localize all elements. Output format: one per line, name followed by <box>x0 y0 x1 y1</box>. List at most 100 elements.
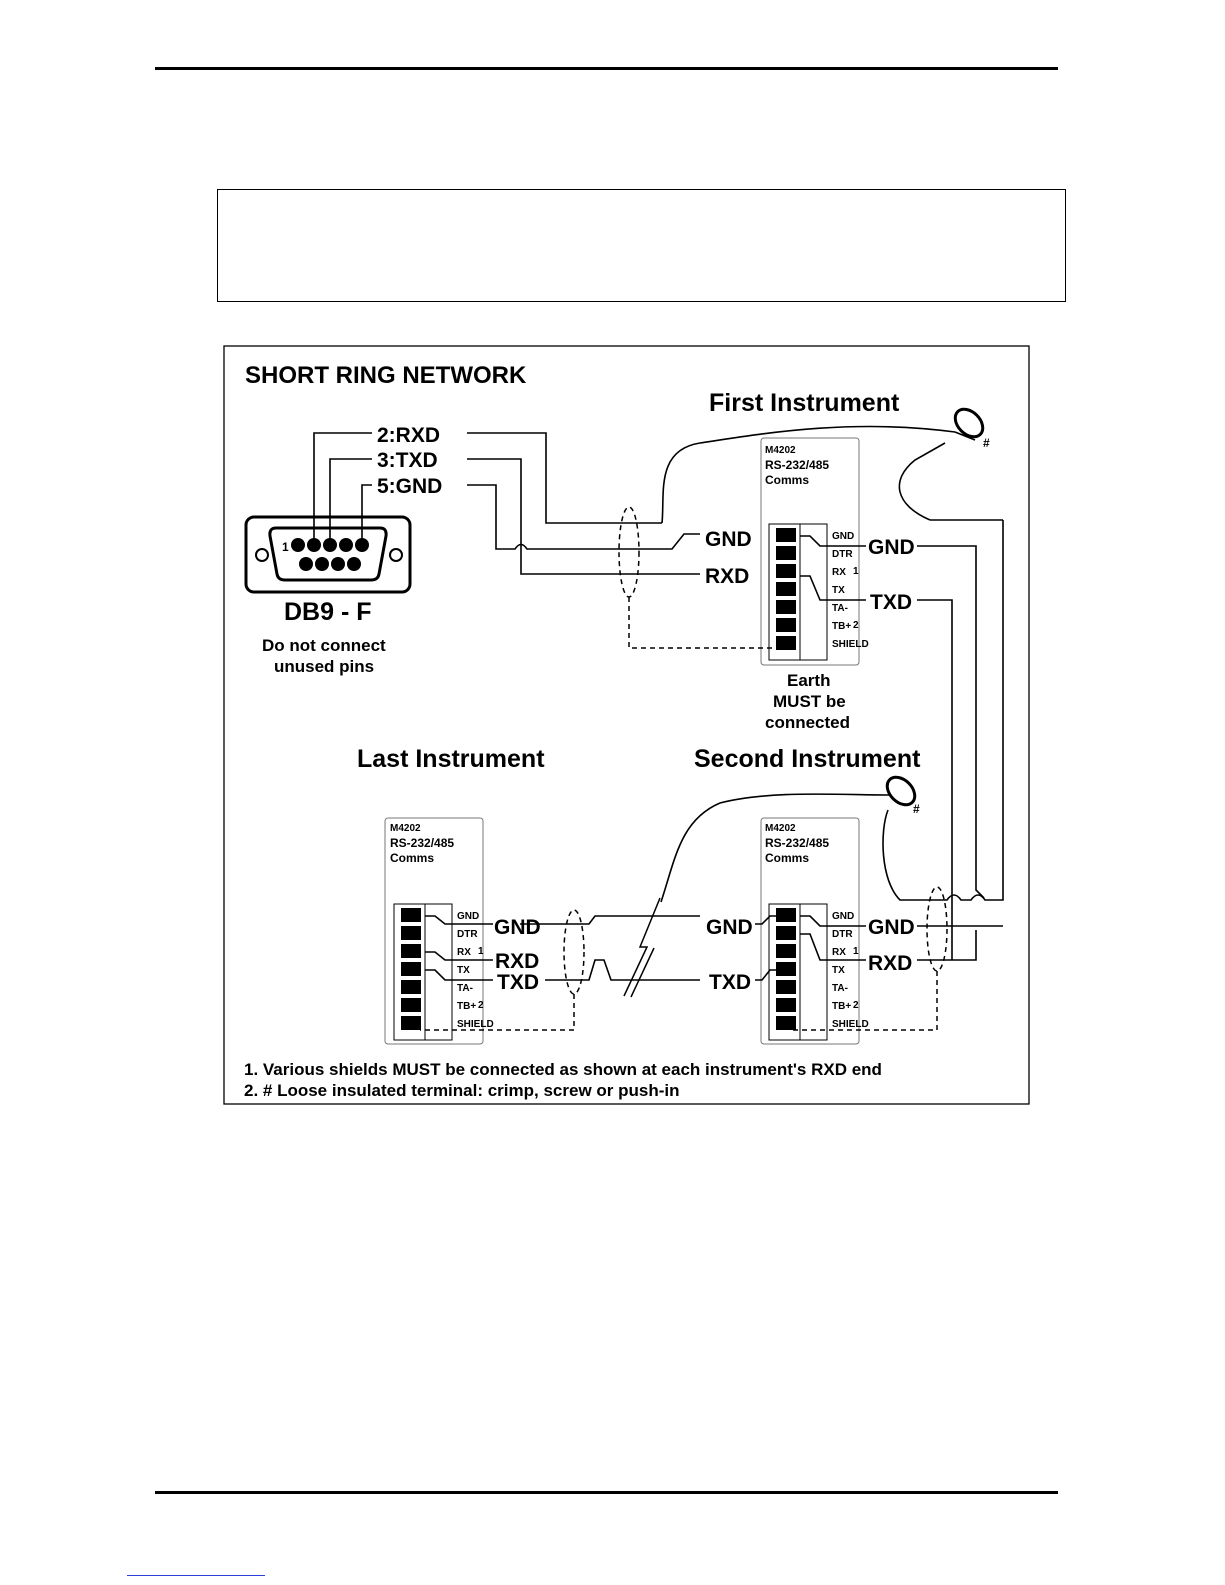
second-left-wiring <box>755 915 1003 981</box>
terminal-blocks: GNDDTRRXTXTA-TB+SHIELD12GNDDTRRXTXTA-TB+… <box>401 528 869 1030</box>
terminal-second-6 <box>776 1016 796 1030</box>
terminal-label-first-3: TX <box>832 585 845 596</box>
txd-wire-label-3: TXD <box>497 971 539 994</box>
terminal-label-first-2: RX <box>832 567 846 578</box>
terminal-label-second-4: TA- <box>832 983 848 994</box>
note-1: 1. Various shields MUST be connected as … <box>244 1060 882 1079</box>
second-shield <box>790 886 948 1031</box>
module-first <box>760 437 860 666</box>
db9-wiring <box>313 425 956 575</box>
terminal-last-4 <box>401 980 421 994</box>
terminal-group1-second: 1 <box>853 946 859 957</box>
last-instrument-label: Last Instrument <box>357 745 545 773</box>
db9-pin1-label: 1 <box>282 540 289 554</box>
module-last-model: M4202 <box>390 823 421 834</box>
txd-wire-label-1: TXD <box>870 591 912 614</box>
terminal-label-first-5: TB+ <box>832 621 851 632</box>
gnd-wire-label-2b: GND <box>868 916 915 939</box>
txd-wire-label-2: TXD <box>709 971 751 994</box>
footer-rule <box>155 1491 1058 1494</box>
first-instrument-label: First Instrument <box>709 389 900 417</box>
rxd-wire-label-3: RXD <box>495 950 539 973</box>
terminal-label-second-5: TB+ <box>832 1001 851 1012</box>
terminal-label-last-4: TA- <box>457 983 473 994</box>
terminal-second-1 <box>776 926 796 940</box>
terminal-group1-first: 1 <box>853 566 859 577</box>
note-2: 2. # Loose insulated terminal: crimp, sc… <box>244 1081 680 1100</box>
pin-rxd-label: 2:RXD <box>377 424 440 447</box>
terminal-second-5 <box>776 998 796 1012</box>
diagram-title: SHORT RING NETWORK <box>245 362 527 389</box>
terminal-label-last-5: TB+ <box>457 1001 476 1012</box>
rxd-wire-label-2: RXD <box>868 952 912 975</box>
terminal-group2-last: 2 <box>478 1000 484 1011</box>
earth-line3: connected <box>765 713 850 732</box>
module-last-line3: Comms <box>390 851 434 865</box>
terminal-label-first-1: DTR <box>832 549 853 560</box>
terminal-second-2 <box>776 944 796 958</box>
db9-note-line1: Do not connect <box>262 636 386 655</box>
terminal-last-5 <box>401 998 421 1012</box>
terminal-group2-first: 2 <box>853 620 859 631</box>
blank-text-box <box>217 189 1066 302</box>
second-instrument-label: Second Instrument <box>694 745 921 773</box>
terminal-label-second-1: DTR <box>832 929 853 940</box>
module-last <box>384 817 484 1045</box>
terminal-label-second-0: GND <box>832 911 854 922</box>
terminal-first-5 <box>776 618 796 632</box>
hash-second: # <box>913 802 920 816</box>
pin-gnd-label: 5:GND <box>377 475 442 498</box>
terminal-second-3 <box>776 962 796 976</box>
last-wiring <box>425 915 493 981</box>
last-shield <box>420 909 585 1031</box>
earth-line2: MUST be <box>773 692 846 711</box>
terminal-first-2 <box>776 564 796 578</box>
terminal-group1-last: 1 <box>478 946 484 957</box>
gnd-wire-label-3: GND <box>494 916 541 939</box>
terminal-second-4 <box>776 980 796 994</box>
module-second-line2: RS-232/485 <box>765 836 829 850</box>
loose-terminal-first <box>953 407 985 441</box>
terminal-last-0 <box>401 908 421 922</box>
module-first-line2: RS-232/485 <box>765 458 829 472</box>
terminal-label-second-6: SHIELD <box>832 1019 869 1030</box>
terminal-group2-second: 2 <box>853 1000 859 1011</box>
terminal-label-last-2: RX <box>457 947 471 958</box>
module-first-line3: Comms <box>765 473 809 487</box>
terminal-last-2 <box>401 944 421 958</box>
terminal-first-6 <box>776 636 796 650</box>
terminal-label-last-3: TX <box>457 965 470 976</box>
rxd-wire-label-1: RXD <box>705 565 749 588</box>
first-right-wiring <box>800 442 1004 960</box>
terminal-last-3 <box>401 962 421 976</box>
module-first-model: M4202 <box>765 445 796 456</box>
terminal-label-first-6: SHIELD <box>832 639 869 650</box>
footer-link-underline <box>127 1575 265 1576</box>
terminal-last-1 <box>401 926 421 940</box>
pin-txd-label: 3:TXD <box>377 449 438 472</box>
diagram-frame <box>223 345 1030 1105</box>
db9-label: DB9 - F <box>284 598 372 626</box>
terminal-label-first-0: GND <box>832 531 854 542</box>
hash-first: # <box>983 436 990 450</box>
terminal-label-last-1: DTR <box>457 929 478 940</box>
terminal-label-second-2: RX <box>832 947 846 958</box>
db9-connector <box>244 515 412 594</box>
cable-break-marks <box>623 897 661 998</box>
terminal-first-4 <box>776 600 796 614</box>
terminal-label-first-4: TA- <box>832 603 848 614</box>
terminal-last-6 <box>401 1016 421 1030</box>
module-last-line2: RS-232/485 <box>390 836 454 850</box>
earth-line1: Earth <box>787 671 830 690</box>
terminal-first-1 <box>776 546 796 560</box>
gnd-wire-label-2a: GND <box>706 916 753 939</box>
module-second-line3: Comms <box>765 851 809 865</box>
loose-terminal-second <box>885 775 917 807</box>
db9-note-line2: unused pins <box>274 657 374 676</box>
terminal-label-second-3: TX <box>832 965 845 976</box>
terminal-first-3 <box>776 582 796 596</box>
terminal-label-last-6: SHIELD <box>457 1019 494 1030</box>
header-rule <box>155 67 1058 70</box>
first-shield <box>618 506 790 649</box>
